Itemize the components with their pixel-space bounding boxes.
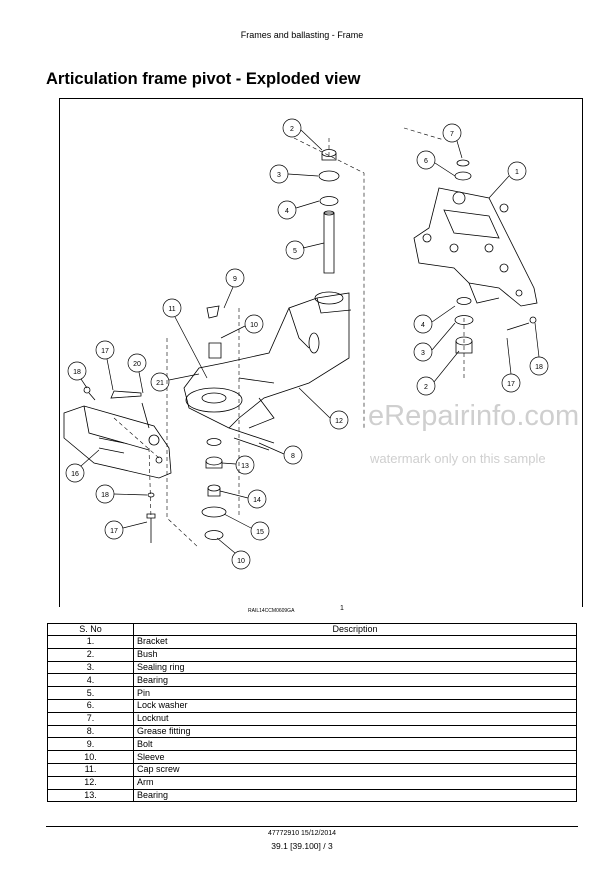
part-number: 7. [47, 711, 134, 726]
callout-label: 20 [133, 361, 141, 368]
callout-label: 3 [277, 172, 281, 179]
part-number: 2. [47, 647, 134, 662]
table-row: 9.Bolt [47, 737, 577, 752]
table-row: 8.Grease fitting [47, 724, 577, 739]
callout-label: 17 [101, 348, 109, 355]
part-number: 1. [47, 635, 134, 649]
table-row: 12.Arm [47, 775, 577, 790]
part-number: 9. [47, 737, 134, 752]
callout-label: 18 [535, 364, 543, 371]
column-header-description: Description [133, 623, 577, 636]
callout-label: 18 [73, 369, 81, 376]
watermark-note: watermark only on this sample [370, 451, 546, 466]
part-number: 5. [47, 686, 134, 700]
callout-label: 2 [424, 384, 428, 391]
callout-label: 16 [71, 471, 79, 478]
table-row: 3.Sealing ring [47, 660, 577, 675]
callout-label: 1 [515, 169, 519, 176]
callout-label: 2 [290, 126, 294, 133]
table-row: 11.Cap screw [47, 762, 577, 777]
part-description: Locknut [133, 711, 577, 726]
callout-label: 6 [424, 158, 428, 165]
table-row: 6.Lock washer [47, 698, 577, 713]
callout-label: 10 [237, 558, 245, 565]
callout-label: 13 [241, 463, 249, 470]
part-number: 8. [47, 724, 134, 739]
callout-label: 21 [156, 380, 164, 387]
part-description: Bush [133, 647, 577, 662]
callout-label: 17 [110, 528, 118, 535]
part-number: 12. [47, 775, 134, 790]
part-description: Lock washer [133, 698, 577, 713]
part-number: 6. [47, 698, 134, 713]
figure-number: 1 [340, 605, 344, 612]
callout-label: 12 [335, 418, 343, 425]
footer-rule [46, 826, 578, 827]
part-number: 3. [47, 660, 134, 675]
column-header-no: S. No [47, 623, 134, 636]
part-description: Arm [133, 775, 577, 790]
table-row: 7.Locknut [47, 711, 577, 726]
part-description: Sleeve [133, 750, 577, 764]
part-description: Grease fitting [133, 724, 577, 739]
parts-table: S. No Description 1.Bracket 2.Bush 3.Sea… [47, 623, 577, 803]
part-description: Pin [133, 686, 577, 700]
table-row: 10.Sleeve [47, 750, 577, 764]
page-title: Articulation frame pivot - Exploded view [46, 70, 361, 88]
callout-label: 5 [293, 248, 297, 255]
part-number: 11. [47, 762, 134, 777]
running-header: Frames and ballasting - Frame [240, 30, 364, 40]
table-header-row: S. No Description [47, 623, 577, 636]
figure-code: RAIL14CCM0609GA [248, 608, 295, 614]
part-description: Sealing ring [133, 660, 577, 675]
callout-label: 8 [291, 453, 295, 460]
callout-label: 4 [421, 322, 425, 329]
exploded-view-drawing: 2 3 4 5 7 6 1 4 3 2 17 18 9 10 11 21 12 … [63, 118, 549, 570]
table-row: 5.Pin [47, 686, 577, 700]
part-number: 10. [47, 750, 134, 764]
table-row: 2.Bush [47, 647, 577, 662]
part-description: Bolt [133, 737, 577, 752]
part-description: Bracket [133, 635, 577, 649]
callout-label: 14 [253, 497, 261, 504]
footer-page-ref: 39.1 [39.100] / 3 [271, 841, 333, 851]
part-number: 13. [47, 788, 134, 803]
figure-frame [59, 98, 583, 607]
part-description: Cap screw [133, 762, 577, 777]
callout-label: 18 [101, 492, 109, 499]
part-description: Bearing [133, 673, 577, 688]
part-description: Bearing [133, 788, 577, 803]
callout-label: 17 [507, 381, 515, 388]
callout-label: 3 [421, 350, 425, 357]
table-row: 13.Bearing [47, 788, 577, 803]
table-row: 4.Bearing [47, 673, 577, 688]
watermark-brand: eRepairinfo.com [368, 400, 580, 432]
footer-doc-ref: 47772910 15/12/2014 [267, 830, 337, 837]
callout-label: 11 [168, 306, 175, 313]
callout-label: 7 [450, 131, 454, 138]
callout-label: 15 [256, 529, 264, 536]
part-number: 4. [47, 673, 134, 688]
callout-label: 4 [285, 208, 289, 215]
table-row: 1.Bracket [47, 635, 577, 649]
callout-label: 9 [233, 276, 237, 283]
callout-label: 10 [250, 322, 258, 329]
